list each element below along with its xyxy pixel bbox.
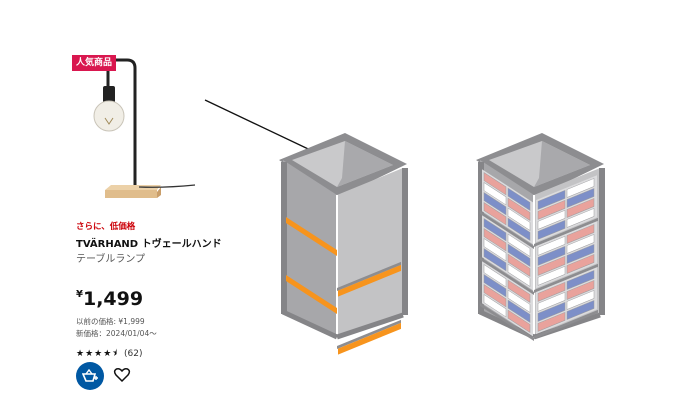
- brick: [507, 243, 531, 267]
- brick: [537, 291, 566, 312]
- brick: [566, 178, 595, 198]
- panel: [482, 169, 533, 245]
- brick: [507, 187, 531, 211]
- brick: [507, 197, 531, 221]
- brick: [537, 255, 566, 276]
- panel-divider: [534, 217, 598, 247]
- panel-divider: [534, 263, 598, 293]
- panel: [536, 175, 597, 243]
- left-face-detail: [480, 169, 534, 342]
- brick: [566, 198, 595, 218]
- brick: [507, 299, 531, 323]
- brick: [566, 244, 595, 264]
- left-face-detail: [286, 216, 337, 315]
- brick: [483, 182, 507, 206]
- popular-badge: 人気商品: [72, 55, 117, 71]
- band-shadow: [337, 319, 401, 349]
- brick: [483, 238, 507, 262]
- panel: [482, 261, 533, 337]
- cart-add-icon: [82, 369, 98, 382]
- orange-band: [286, 274, 337, 315]
- brick: [537, 245, 566, 266]
- brick: [566, 280, 595, 300]
- brick: [537, 189, 566, 210]
- add-to-cart-button[interactable]: [76, 362, 104, 390]
- brick: [507, 217, 531, 241]
- brick: [507, 253, 531, 277]
- brick: [566, 270, 595, 290]
- brick: [537, 301, 566, 322]
- rating[interactable]: ★★★★⯨ (62): [76, 346, 143, 362]
- tower-with-bricks: [476, 133, 605, 342]
- panel-divider: [534, 309, 598, 339]
- tower-right-face: [337, 168, 403, 335]
- brick: [566, 188, 595, 208]
- panel-divider: [480, 211, 534, 250]
- brick: [537, 199, 566, 220]
- pointer-arrow: [204, 99, 325, 157]
- new-price-date: 新価格：2024/01/04〜: [76, 329, 157, 338]
- brick: [483, 218, 507, 242]
- brick: [566, 224, 595, 244]
- brick: [507, 233, 531, 257]
- brick: [537, 209, 566, 230]
- brick: [483, 172, 507, 196]
- orange-band: [338, 264, 401, 297]
- brick: [566, 234, 595, 254]
- right-face-detail: [534, 175, 598, 339]
- band-shadow: [337, 261, 401, 291]
- price: ¥1,499: [76, 288, 143, 310]
- product-image[interactable]: [75, 48, 205, 203]
- panel: [482, 215, 533, 291]
- brick: [537, 265, 566, 286]
- favorite-button[interactable]: [113, 366, 131, 384]
- brick: [507, 279, 531, 303]
- table-lamp-image: [93, 58, 196, 198]
- product-subtitle: テーブルランプ: [76, 254, 146, 265]
- brick: [483, 284, 507, 308]
- tower-inner-wall: [534, 141, 590, 187]
- brick: [483, 228, 507, 252]
- orange-band: [286, 216, 337, 257]
- review-count: (62): [124, 349, 143, 359]
- brick: [566, 254, 595, 274]
- brick: [507, 263, 531, 287]
- brick: [537, 281, 566, 302]
- panel-divider: [480, 257, 534, 296]
- brick: [483, 264, 507, 288]
- brick: [507, 207, 531, 231]
- brick: [537, 235, 566, 256]
- tower-with-bands: [279, 133, 408, 355]
- brick: [483, 202, 507, 226]
- brick: [483, 294, 507, 318]
- brick: [483, 248, 507, 272]
- previous-price: 以前の価格: ¥1,999: [76, 317, 145, 326]
- brick: [483, 192, 507, 216]
- currency-symbol: ¥: [76, 289, 83, 300]
- promo-label: さらに、低価格: [76, 222, 136, 232]
- brick: [537, 311, 566, 332]
- tower-left-face: [283, 160, 337, 335]
- heart-icon: [113, 368, 131, 383]
- bottom-rim: [281, 309, 339, 340]
- brick: [566, 208, 595, 228]
- right-face-detail: [337, 261, 401, 355]
- star-rating-icon: ★★★★⯨: [76, 349, 119, 359]
- product-title[interactable]: TVÄRHAND トヴェールハンド: [76, 239, 222, 250]
- panel: [536, 267, 597, 335]
- panel-divider: [480, 303, 534, 342]
- brick: [507, 289, 531, 313]
- orange-band: [338, 322, 401, 355]
- tower-inner-wall: [337, 141, 393, 187]
- brick: [566, 300, 595, 320]
- brick: [507, 309, 531, 333]
- bottom-rim: [336, 312, 404, 340]
- brick: [483, 274, 507, 298]
- price-value: 1,499: [82, 288, 144, 310]
- panel: [536, 221, 597, 289]
- brick: [566, 290, 595, 310]
- brick: [537, 219, 566, 240]
